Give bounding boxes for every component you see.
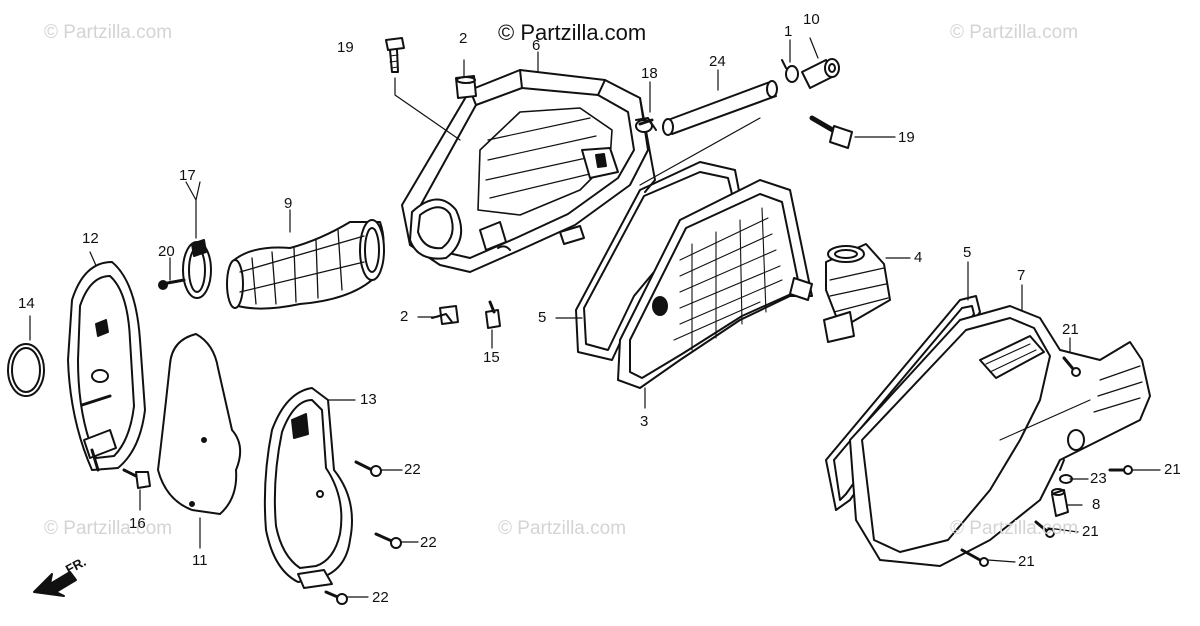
callout-label: 3 <box>640 413 649 430</box>
callout-label: 11 <box>192 552 208 569</box>
grommet-2-lower <box>431 305 459 325</box>
air-cleaner-case-upper <box>401 69 656 273</box>
clip-23 <box>1059 459 1073 484</box>
callout-label: 23 <box>1090 470 1107 487</box>
callout-label: 12 <box>82 230 99 247</box>
callout-label: 4 <box>914 249 923 266</box>
callout-label: 13 <box>360 391 377 408</box>
fitting-15 <box>485 300 501 329</box>
screw-16 <box>122 468 151 489</box>
screw-20 <box>158 278 186 290</box>
clamp-18 <box>635 117 657 133</box>
callout-label: 21 <box>1082 523 1099 540</box>
front-direction-arrow <box>33 571 77 597</box>
callout-label: 21 <box>1164 461 1181 478</box>
band-17 <box>182 239 212 299</box>
callout-label: 17 <box>179 167 196 184</box>
callout-label: 9 <box>284 195 293 212</box>
fitting-10 <box>801 58 840 89</box>
screw-21-c <box>1034 520 1055 538</box>
watermark-faded: © Partzilla.com <box>44 518 173 539</box>
callout-label: 16 <box>129 515 146 532</box>
callout-label: 24 <box>709 53 726 70</box>
screw-21-a <box>1062 356 1081 377</box>
tube-24 <box>662 80 778 136</box>
callout-label: 7 <box>1017 267 1026 284</box>
callout-label: 14 <box>18 295 35 312</box>
watermark-faded: © Partzilla.com <box>950 518 1079 539</box>
callout-label: 19 <box>337 39 354 56</box>
callout-label: 8 <box>1092 496 1101 513</box>
watermark-faded: © Partzilla.com <box>44 22 173 43</box>
callout-label: 21 <box>1062 321 1079 338</box>
screw-22-b <box>374 532 402 549</box>
callout-label: 2 <box>400 308 409 325</box>
clip-1 <box>781 59 799 83</box>
callout-label: 2 <box>459 30 468 47</box>
bolt-19-top <box>385 37 405 73</box>
snorkel-4 <box>823 243 891 343</box>
drain-8 <box>1051 488 1069 517</box>
callout-label: 22 <box>420 534 437 551</box>
screw-21-b <box>1108 465 1133 475</box>
callout-label: 19 <box>898 129 915 146</box>
intake-duct-9 <box>226 219 385 310</box>
callout-label: 22 <box>404 461 421 478</box>
cover-11 <box>157 333 242 515</box>
screw-21-d <box>960 548 989 567</box>
callout-label: 5 <box>538 309 547 326</box>
callout-label: 1 <box>784 23 793 40</box>
callout-label: 18 <box>641 65 658 82</box>
filter-element-3 <box>617 179 813 389</box>
gasket-5-right <box>825 295 981 511</box>
callout-label: 22 <box>372 589 389 606</box>
case-lower-12 <box>67 261 146 472</box>
watermark-main: © Partzilla.com <box>498 20 647 45</box>
callout-label: 5 <box>963 244 972 261</box>
grommet-2-top <box>455 75 477 99</box>
gasket-14 <box>7 343 45 397</box>
screw-22-a <box>354 460 382 477</box>
callout-label: 10 <box>803 11 820 28</box>
callout-label: 20 <box>158 243 175 260</box>
callout-label: 6 <box>532 37 541 54</box>
watermark-faded: © Partzilla.com <box>498 518 627 539</box>
bolt-19-right <box>809 115 853 149</box>
watermark-faded: © Partzilla.com <box>950 22 1079 43</box>
panel-13 <box>263 387 353 589</box>
screw-22-c <box>324 590 348 605</box>
callout-label: 15 <box>483 349 500 366</box>
callout-label: 21 <box>1018 553 1035 570</box>
